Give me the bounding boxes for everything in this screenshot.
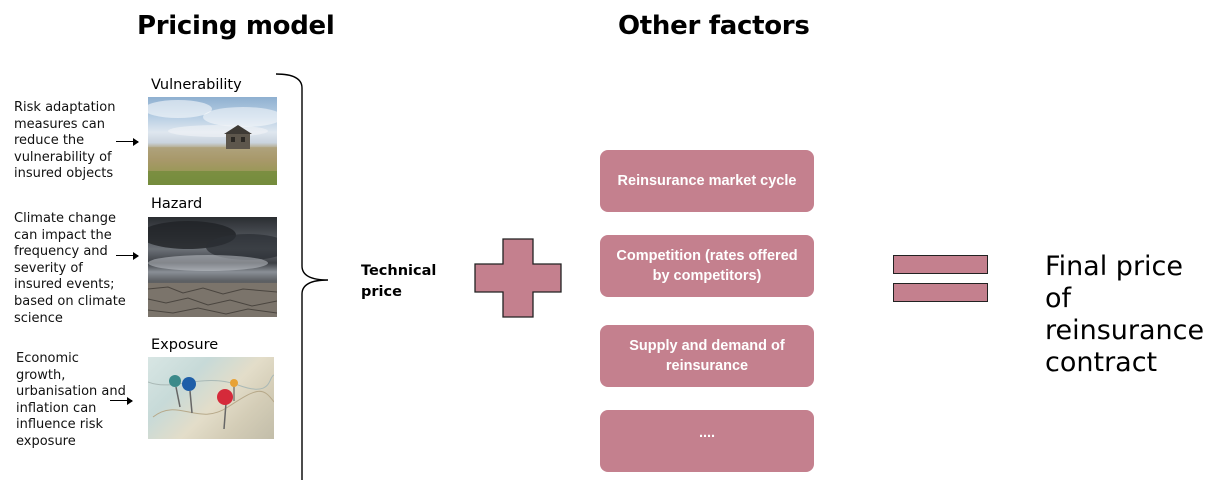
storm-clouds-photo [148, 217, 277, 317]
exposure-description: Economic growth, urbanisation and inflat… [16, 351, 126, 449]
equals-icon-bottom-bar [893, 283, 988, 302]
technical-price-label: Technical price [361, 263, 437, 300]
pricing-model-heading: Pricing model [137, 11, 335, 41]
factor-supply-demand: Supply and demand of reinsurance [600, 325, 814, 387]
farmhouse-photo [148, 97, 277, 185]
vulnerability-caption: Vulnerability [151, 77, 242, 93]
vulnerability-description: Risk adaptation measures can reduce the … [14, 100, 116, 182]
hazard-description: Climate change can impact the frequency … [14, 211, 126, 326]
factor-market-cycle: Reinsurance market cycle [600, 150, 814, 212]
final-price-label: Final price of reinsurance contract [1045, 251, 1205, 378]
map-pins-photo [148, 357, 274, 439]
arrow-right-icon [116, 136, 139, 148]
other-factors-heading: Other factors [618, 11, 810, 41]
plus-icon [474, 238, 562, 318]
factor-more: .... [600, 410, 814, 472]
exposure-caption: Exposure [151, 337, 219, 353]
hazard-caption: Hazard [151, 196, 203, 212]
equals-icon-top-bar [893, 255, 988, 274]
factor-competition: Competition (rates offered by competitor… [600, 235, 814, 297]
arrow-right-icon [110, 395, 133, 407]
arrow-right-icon [116, 250, 139, 262]
curly-brace [275, 73, 329, 480]
